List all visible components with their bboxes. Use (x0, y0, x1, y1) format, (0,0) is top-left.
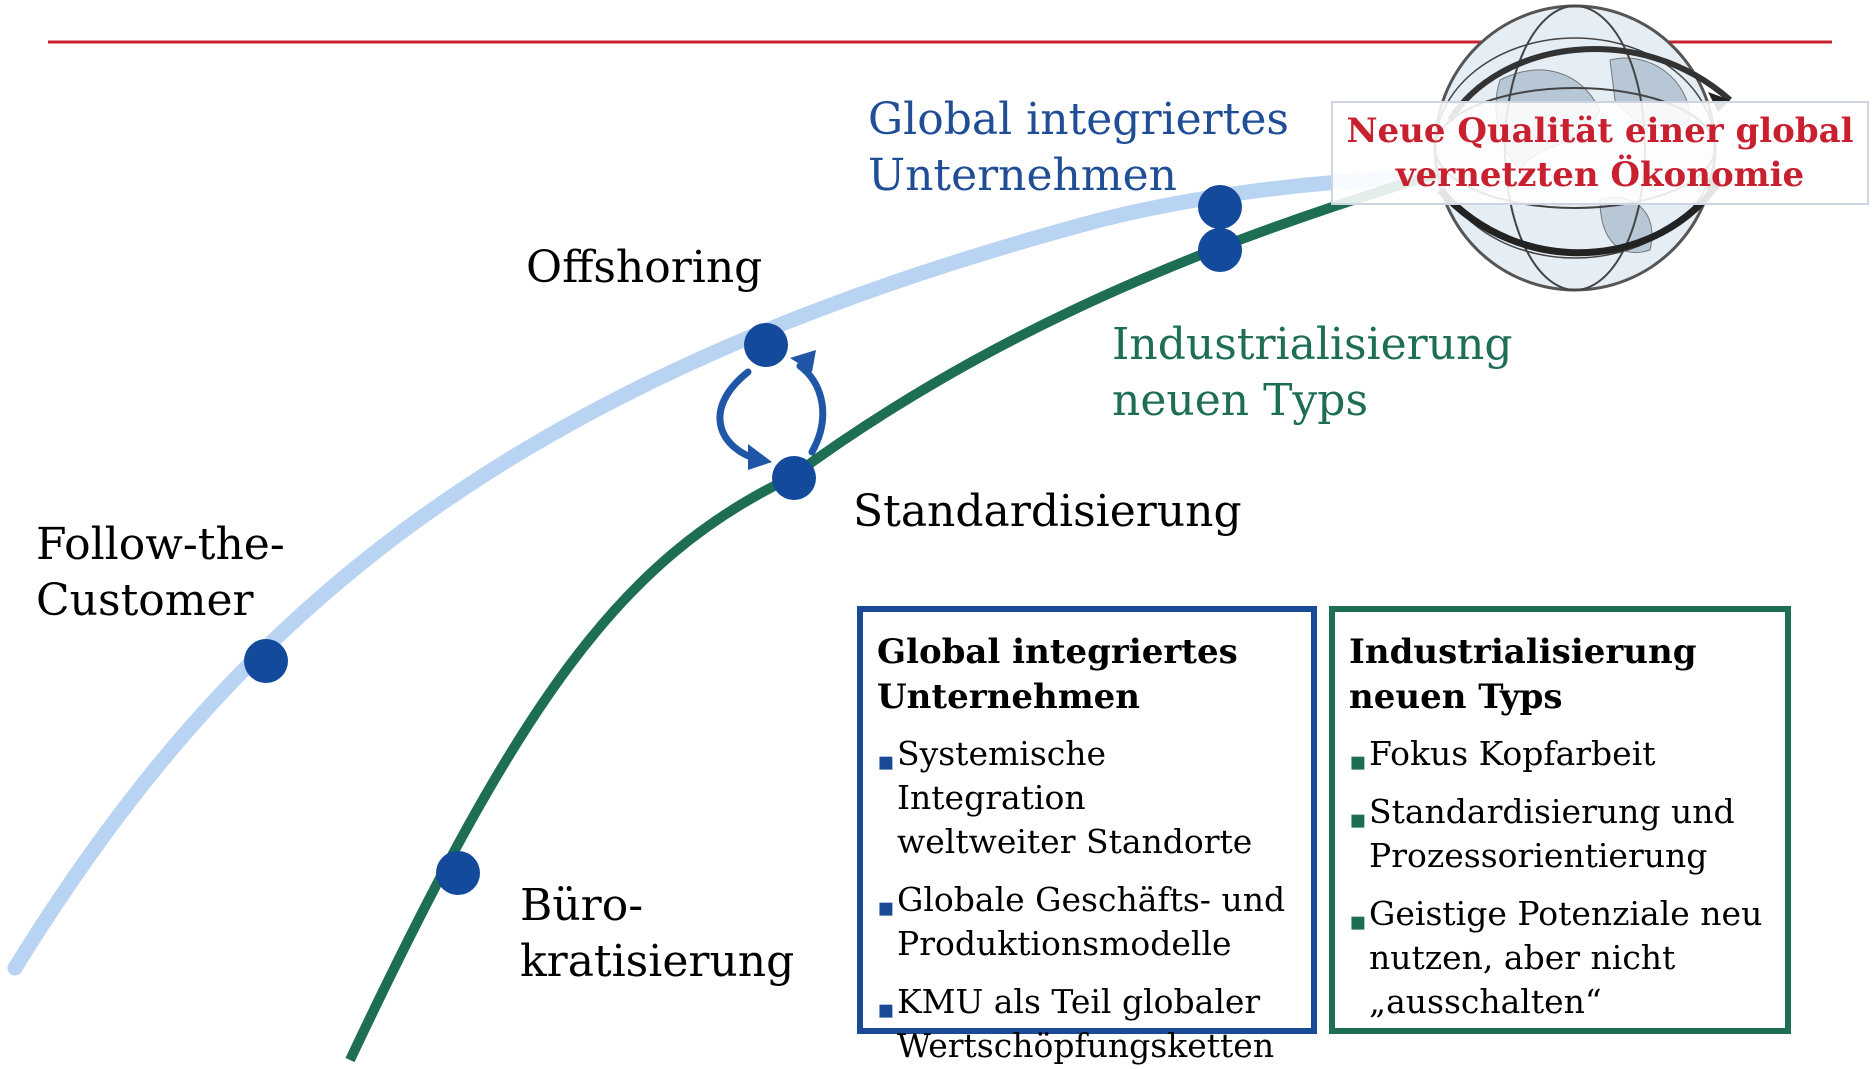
node-industrialisierung (1198, 228, 1242, 272)
callout-global-economy: Neue Qualität einer global vernetzten Ök… (1331, 101, 1869, 205)
cycle-arrows-icon (716, 362, 827, 464)
box-industrialisierung: Industrialisierung neuen Typs ▪Fokus Kop… (1329, 606, 1791, 1034)
box-global-integriert: Global integriertes Unternehmen ▪Systemi… (857, 606, 1317, 1065)
label-global-integriert: Global integriertes Unternehmen (868, 94, 1289, 201)
node-follow (244, 639, 288, 683)
global-curve (7, 170, 1408, 976)
node-standardisierung (772, 456, 816, 500)
bullet-icon: ▪ (877, 747, 895, 777)
bullet-icon: ▪ (1349, 805, 1367, 835)
list-item: ▪Fokus Kopfarbeit (1349, 732, 1771, 777)
bullet-icon: ▪ (877, 995, 895, 1025)
box-title: Industrialisierung neuen Typs (1349, 632, 1697, 717)
cycle-arrow-head-up (790, 350, 816, 372)
node-offshoring (744, 323, 788, 367)
bullet-icon: ▪ (877, 893, 895, 923)
label-follow-the-customer: Follow-the- Customer (36, 519, 285, 626)
label-industrialisierung: Industrialisierung neuen Typs (1112, 319, 1513, 426)
label-buerokratisierung: Büro- kratisierung (520, 880, 795, 987)
label-offshoring: Offshoring (526, 242, 763, 293)
label-standardisierung: Standardisierung (853, 486, 1242, 537)
cycle-arrow-head-down (748, 444, 772, 470)
bullet-icon: ▪ (1349, 907, 1367, 937)
box-title: Global integriertes Unternehmen (877, 632, 1238, 717)
node-buero (436, 851, 480, 895)
node-global-integriert (1198, 185, 1242, 229)
bullet-icon: ▪ (1349, 747, 1367, 777)
